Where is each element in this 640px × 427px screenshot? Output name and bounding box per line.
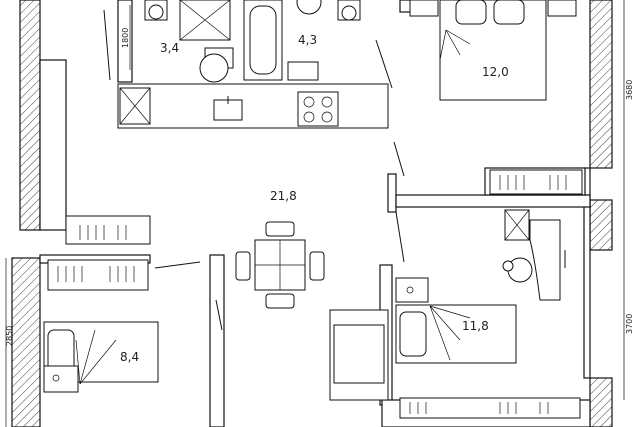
dim-right-lower: 3700 xyxy=(625,314,634,334)
dim-left-lower: 2850 xyxy=(5,326,14,346)
wardrobes xyxy=(47,169,583,419)
bathroom-fixtures xyxy=(144,0,361,83)
wc-area: 3,4 xyxy=(160,41,179,55)
living-area: 21,8 xyxy=(270,189,297,203)
dimension-annotations: 1800 3680 3700 2850 xyxy=(5,0,634,427)
dim-wc: 1800 xyxy=(121,28,130,48)
bedroom-child-area: 11,8 xyxy=(462,319,489,333)
bedroom-main-furniture: 12,0 xyxy=(409,0,577,101)
bedroom-small-area: 8,4 xyxy=(120,350,139,364)
bedroom-small-furniture: 8,4 xyxy=(43,321,159,393)
exterior-walls xyxy=(11,0,613,427)
doors xyxy=(103,9,405,331)
bedroom-child-furniture: 11,8 xyxy=(329,209,566,401)
bathroom-area: 4,3 xyxy=(298,33,317,47)
kitchen xyxy=(117,83,389,129)
dining-table xyxy=(235,221,325,309)
bedroom-main-area: 12,0 xyxy=(482,65,509,79)
dim-right-upper: 3680 xyxy=(625,80,634,100)
